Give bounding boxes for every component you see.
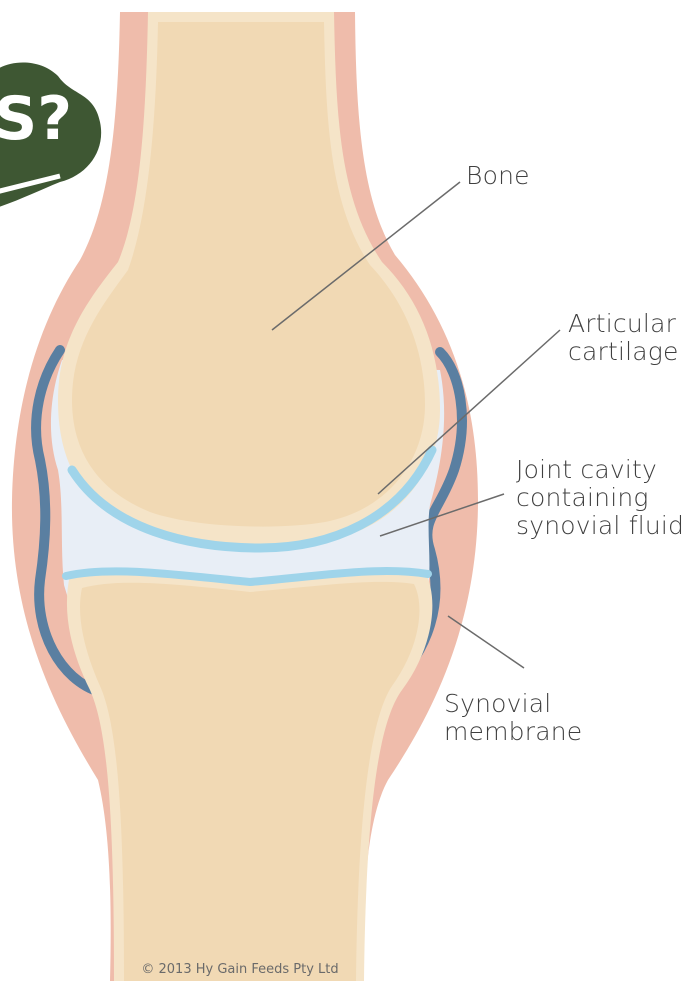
leader-synovial-membrane — [448, 616, 524, 668]
label-synovial-membrane: Synovial membrane — [444, 690, 582, 746]
label-bone: Bone — [466, 162, 530, 190]
label-joint-cavity: Joint cavity containing synovial fluid — [516, 456, 684, 540]
badge-text: S? — [0, 84, 64, 154]
label-articular-cartilage: Articular cartilage — [568, 310, 679, 366]
copyright-notice: © 2013 Hy Gain Feeds Pty Ltd — [0, 962, 480, 977]
